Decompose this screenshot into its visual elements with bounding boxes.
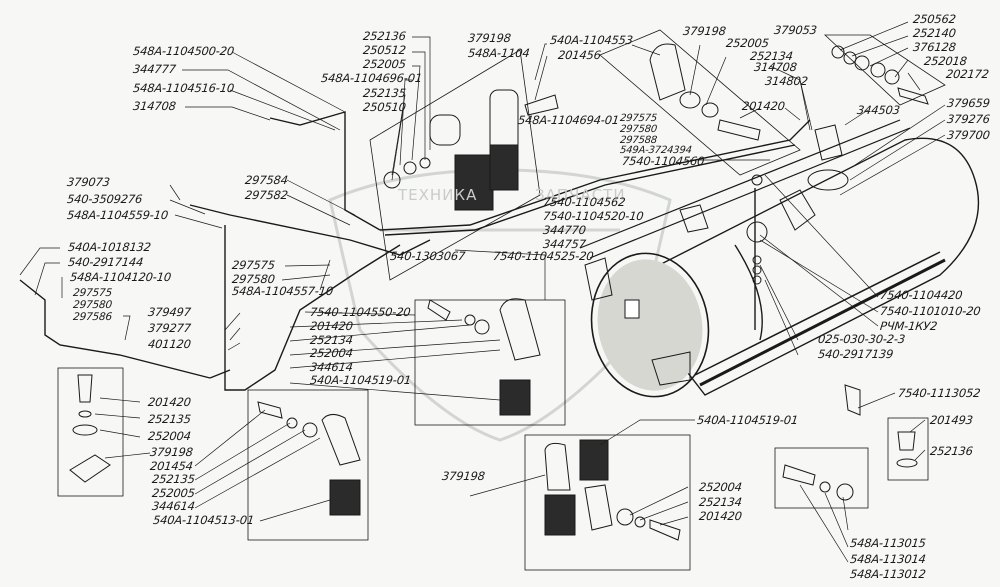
part-label: 379198 — [441, 469, 486, 483]
part-label: 548А-1104120-10 — [69, 270, 172, 284]
part-label: 379198 — [467, 31, 512, 45]
part-label: 7540-1104420 — [879, 288, 964, 302]
part-label: 379053 — [773, 23, 818, 37]
leader-lines — [19, 21, 946, 563]
washer-group-top-right — [823, 34, 946, 106]
part-label: 379276 — [946, 112, 991, 126]
part-label: 250512 — [362, 43, 407, 57]
part-label: 540А-1018132 — [67, 240, 152, 254]
part-label: 252136 — [362, 29, 407, 43]
part-label: 540-2917144 — [67, 255, 144, 269]
part-label: 540-1303067 — [389, 249, 466, 263]
part-label: 540А-1104519-01 — [309, 373, 412, 387]
part-label: 201420 — [147, 395, 192, 409]
part-label: 252140 — [912, 26, 957, 40]
part-label: 252005 — [362, 57, 407, 71]
part-label: 7540-1104562 — [542, 195, 627, 209]
part-label: 7540-1104525-20 — [492, 249, 595, 263]
part-label: 314802 — [764, 74, 809, 88]
part-label: 548А-113012 — [849, 567, 927, 581]
part-label: 7540-1113052 — [897, 386, 982, 400]
part-label: 202172 — [945, 67, 990, 81]
part-label: 314708 — [753, 60, 798, 74]
part-label: 344614 — [151, 499, 196, 513]
part-label: 376128 — [912, 40, 957, 54]
part-label: 540А-1104513-01 — [152, 513, 255, 527]
part-label: 201456 — [557, 48, 602, 62]
bracket-group-right — [774, 384, 929, 509]
watermark-text-right: ЗАПЧАСТИ — [535, 186, 626, 204]
part-label: 7540-1104550-20 — [309, 305, 412, 319]
part-label: 252134 — [698, 495, 743, 509]
part-label: 252004 — [309, 346, 354, 360]
watermark-text-left: ТЕХНИКА — [398, 186, 478, 204]
part-label: 344770 — [542, 223, 587, 237]
part-label: 379198 — [149, 445, 194, 459]
part-label: 252135 — [362, 86, 407, 100]
part-label: 297575 — [231, 258, 276, 272]
part-label: 540А-1104519-01 — [696, 413, 799, 427]
part-label: 540-2917139 — [817, 347, 894, 361]
part-label: 252004 — [698, 480, 743, 494]
part-label: 297586 — [72, 311, 113, 323]
part-label: 379073 — [66, 175, 111, 189]
part-label: 548А-113015 — [849, 536, 927, 550]
part-label: 548А-1104696-01 — [320, 71, 423, 85]
part-label: 252135 — [147, 412, 192, 426]
part-label: 344503 — [856, 103, 901, 117]
part-label: 344777 — [132, 62, 177, 76]
fuel-lines — [19, 111, 811, 391]
part-label: 379700 — [946, 128, 991, 142]
clamp-group-top — [369, 49, 559, 281]
part-label: 7540-1104560 — [621, 154, 706, 168]
clamp-group-bottom — [524, 434, 691, 571]
part-label: 201420 — [698, 509, 743, 523]
part-label: 252135 — [151, 472, 196, 486]
part-label: 548А-1104 — [467, 46, 531, 60]
part-label: 250562 — [912, 12, 957, 26]
part-label: 201420 — [309, 319, 354, 333]
part-label: 252004 — [147, 429, 192, 443]
part-label: 297584 — [244, 173, 289, 187]
part-label: 7540-1101010-20 — [879, 304, 982, 318]
fuel-tank — [579, 119, 980, 398]
part-label: 025-030-30-2-3 — [817, 332, 906, 346]
part-label: 201420 — [741, 99, 786, 113]
part-label: 548А-1104694-01 — [517, 113, 620, 127]
part-label: 314708 — [132, 99, 177, 113]
part-label: 540-3509276 — [66, 192, 143, 206]
part-label: 540А-1104553 — [549, 33, 634, 47]
part-label: 548А-1104557-10 — [231, 284, 334, 298]
part-label: 201493 — [929, 413, 974, 427]
clamp-group-top-right — [599, 29, 801, 176]
part-label: 548А-1104516-10 — [132, 81, 235, 95]
clip-group-far-left — [57, 367, 124, 497]
part-label: 548А-1104559-10 — [66, 208, 169, 222]
part-label: 7540-1104520-10 — [542, 209, 645, 223]
part-label: 379198 — [682, 24, 727, 38]
part-label: 401120 — [147, 337, 192, 351]
part-label: 250510 — [362, 100, 407, 114]
part-label: 379277 — [147, 321, 192, 335]
part-label: 297582 — [244, 188, 289, 202]
part-label: 252136 — [929, 444, 974, 458]
clamp-group-left — [247, 389, 369, 541]
part-label: 548А-113014 — [849, 552, 927, 566]
part-label: 548А-1104500-20 — [132, 44, 235, 58]
part-label: 379497 — [147, 305, 192, 319]
part-label: 379659 — [946, 96, 991, 110]
